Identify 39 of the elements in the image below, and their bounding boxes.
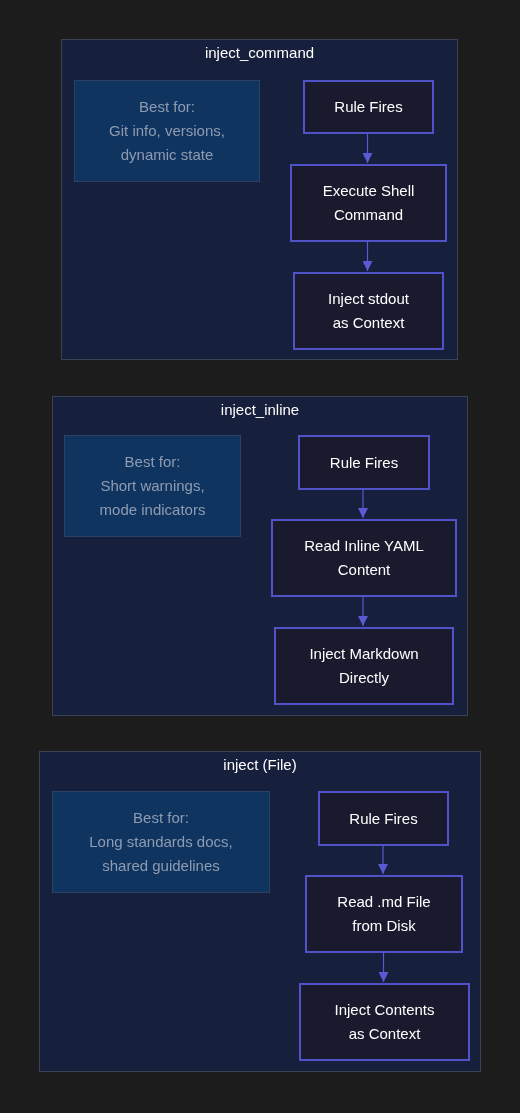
arrow [362,132,373,164]
process-label: Inject stdout as Context [327,289,410,333]
group-title: inject (File) [223,755,297,775]
note-text: Long standards docs, shared guidelines [88,832,234,876]
process-label: Rule Fires [349,808,418,829]
process-label: Execute Shell Command [321,181,416,225]
note-heading: Best for: [133,808,189,828]
arrow [362,240,373,272]
group-title: inject_inline [220,400,300,420]
note-text: Short warnings, mode indicators [98,476,207,520]
process-box [298,435,430,490]
process-box [293,272,444,350]
note-heading: Best for: [124,452,181,472]
process-label: Rule Fires [329,452,399,473]
arrow [358,595,368,627]
process-box [318,791,449,846]
group-panel [52,396,468,716]
process-box [290,164,447,242]
arrow [378,844,388,875]
note-text: Git info, versions, dynamic state [108,121,226,165]
group-title: inject_command [204,43,315,63]
process-box [299,983,470,1061]
process-label: Inject Contents as Context [333,1000,436,1044]
note-box [74,80,260,182]
process-box [305,875,463,953]
group-panel [39,751,481,1072]
process-box [274,627,454,705]
process-label: Inject Markdown Directly [308,644,420,688]
process-label: Rule Fires [334,97,403,117]
note-box [52,791,270,893]
process-box [271,519,457,597]
arrow [378,951,389,983]
process-label: Read Inline YAML Content [303,536,425,580]
process-label: Read .md File from Disk [336,892,432,936]
process-box [303,80,434,134]
note-heading: Best for: [139,97,195,117]
group-panel [61,39,458,360]
note-box [64,435,241,537]
arrow [358,488,368,519]
